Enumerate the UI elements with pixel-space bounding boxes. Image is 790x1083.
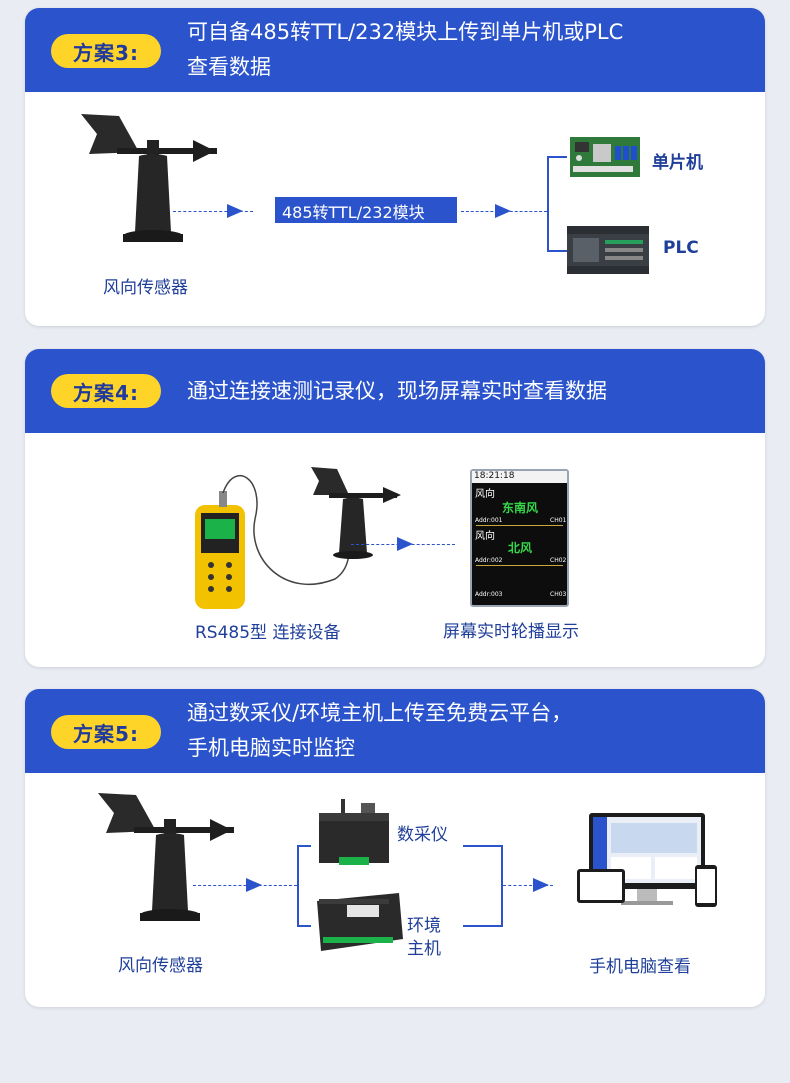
scheme-3-title-line2: 查看数据 [187,55,271,79]
screen-row3-addr: Addr:003 [475,591,503,598]
screen-row3-ch: CH03 [550,591,567,598]
connector-line [193,885,297,886]
display-screen: 18:21:18 风向 东南风 Addr:001 CH01 风向 北风 Addr… [470,469,569,607]
scheme-4-body: 18:21:18 风向 东南风 Addr:001 CH01 风向 北风 Addr… [25,433,765,667]
scheme-3-header: 方案3: 可自备485转TTL/232模块上传到单片机或PLC 查看数据 [25,8,765,92]
handheld-recorder-image [195,474,350,609]
scheme-5-title-line1: 通过数采仪/环境主机上传至免费云平台， [187,701,573,725]
wind-vane-sensor-image [98,793,234,921]
plc-device-image [567,226,649,274]
branch-line [463,925,503,927]
scheme-5-body: 风向传感器 数采仪 环境 主机 [25,773,765,1007]
branch-line [297,925,311,927]
scheme-4-card: 方案4: 通过连接速测记录仪，现场屏幕实时查看数据 [25,349,765,667]
environment-host-image [317,893,403,951]
arrow-right-icon [397,537,413,551]
scheme-5-title-line2: 手机电脑实时监控 [187,736,355,760]
module-box [275,197,457,223]
screen-divider [476,525,563,526]
screen-row1-addr: Addr:001 [475,517,503,524]
branch-line [547,156,567,158]
connector-line [173,211,253,212]
scheme-3-body: 风向传感器 485转TTL/232模块 单片机 [25,92,765,326]
scheme-3-module-label: 485转TTL/232模块 [282,203,425,222]
scheme-5-host-label-1: 环境 [407,916,441,936]
arrow-right-icon [246,878,262,892]
scheme-3-title-line1: 可自备485转TTL/232模块上传到单片机或PLC [187,20,624,44]
screen-row1-title: 风向 [475,489,495,500]
arrow-right-icon [495,204,511,218]
branch-line [547,250,567,252]
computer-phone-image [577,813,717,907]
arrow-right-icon [533,878,549,892]
screen-row1-value: 东南风 [502,501,539,515]
scheme-5-badge: 方案5: [51,715,161,749]
scheme-5-card: 方案5: 通过数采仪/环境主机上传至免费云平台， 手机电脑实时监控 风向传感器 [25,689,765,1007]
screen-time: 18:21:18 [474,471,515,481]
connector-line [503,885,553,886]
branch-line [547,156,549,252]
screen-row2-value: 北风 [508,541,533,555]
scheme-5-header: 方案5: 通过数采仪/环境主机上传至免费云平台， 手机电脑实时监控 [25,689,765,773]
scheme-5-view-label: 手机电脑查看 [589,957,691,977]
screen-divider [476,565,563,566]
scheme-4-badge: 方案4: [51,374,161,408]
screen-row2-title: 风向 [475,531,495,542]
scheme-5-collector-label: 数采仪 [397,825,448,845]
scheme-4-title: 通过连接速测记录仪，现场屏幕实时查看数据 [187,379,607,403]
scheme-4-screen-label: 屏幕实时轮播显示 [443,622,579,642]
screen-row2-addr: Addr:002 [475,557,503,564]
scheme-5-sensor-label: 风向传感器 [118,956,203,976]
scheme-5-host-label-2: 主机 [407,939,441,959]
wind-vane-sensor-image [81,114,217,242]
screen-row1-ch: CH01 [550,517,567,524]
scheme-3-plc-label: PLC [663,238,699,258]
scheme-3-card: 方案3: 可自备485转TTL/232模块上传到单片机或PLC 查看数据 风向传… [25,8,765,326]
screen-row2-ch: CH02 [550,557,567,564]
scheme-3-sensor-label: 风向传感器 [103,278,188,298]
arrow-right-icon [227,204,243,218]
screen-status-bar [472,471,567,483]
scheme-3-mcu-label: 单片机 [652,153,703,173]
wind-vane-sensor-image [311,467,401,559]
branch-line [297,845,311,847]
scheme-3-badge: 方案3: [51,34,161,68]
scheme-4-header: 方案4: 通过连接速测记录仪，现场屏幕实时查看数据 [25,349,765,433]
mcu-board-image [570,137,640,177]
data-collector-image [319,799,389,865]
branch-line [501,845,503,927]
branch-line [463,845,503,847]
branch-line [297,845,299,927]
scheme-4-device-label: RS485型 连接设备 [195,623,341,643]
